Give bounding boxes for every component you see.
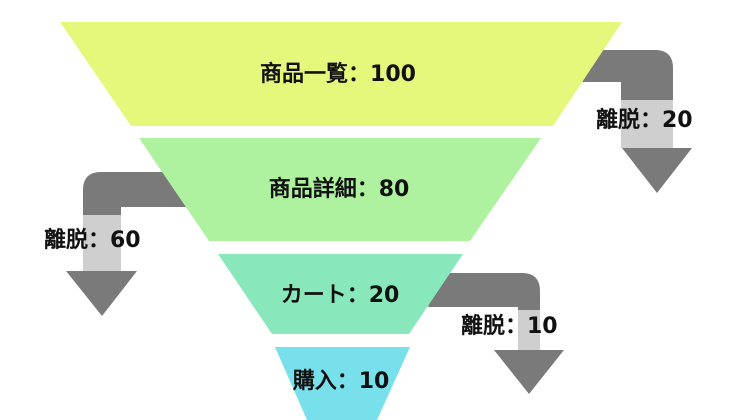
exit-arrow-1-shaft-light (621, 100, 673, 148)
exit-arrow-2-body (83, 172, 192, 215)
exit-arrow-1-body (575, 50, 673, 100)
exit-arrow-3-shaft-light (518, 310, 540, 350)
funnel-stage-1: 商品一覧：100 (60, 22, 622, 126)
funnel-stage-4: 購入：10 (275, 347, 410, 420)
exit-arrow-2-shaft-light (83, 215, 121, 271)
exit-label-2: 離脱：60 (44, 227, 141, 253)
exit-arrow-3: 離脱：10 (428, 273, 564, 394)
funnel-stage-2: 商品詳細：80 (139, 138, 541, 241)
funnel-stage-3: カート：20 (218, 254, 463, 334)
exit-label-1: 離脱：20 (596, 107, 693, 133)
exit-arrow-3-head (494, 350, 564, 394)
exit-arrow-1-head (622, 148, 692, 193)
funnel-stage-3-label: カート：20 (281, 283, 400, 308)
funnel-stage-4-label: 購入：10 (293, 369, 390, 394)
funnel-stage-1-label: 商品一覧：100 (260, 61, 416, 87)
funnel-stage-2-shape (139, 138, 541, 241)
funnel-stage-4-shape (275, 347, 410, 420)
funnel-stage-3-shape (218, 254, 463, 334)
exit-arrow-3-body (428, 273, 540, 310)
exit-arrow-1: 離脱：20 (575, 50, 693, 193)
exit-arrow-2: 離脱：60 (44, 172, 192, 316)
exit-label-3: 離脱：10 (461, 313, 558, 339)
exit-arrow-2-head (66, 271, 137, 316)
funnel-stage-2-label: 商品詳細：80 (269, 176, 410, 202)
funnel-stage-1-shape (60, 22, 622, 126)
